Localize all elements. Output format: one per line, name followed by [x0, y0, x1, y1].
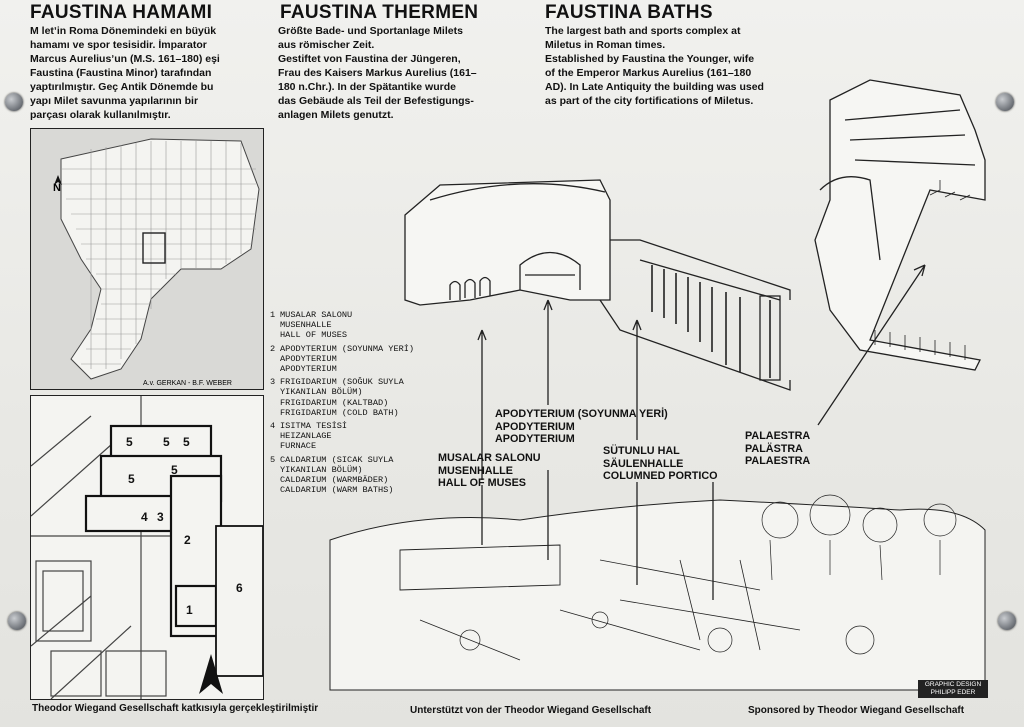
plan-number: 5 [183, 435, 190, 449]
plan-number: 5 [128, 472, 135, 486]
title-turkish: FAUSTINA HAMAMI [30, 2, 213, 23]
text-german: Größte Bade- und Sportanlage Milets aus … [278, 25, 477, 121]
screw-icon [5, 93, 23, 111]
plan-number: 5 [126, 435, 133, 449]
text-english: The largest bath and sports complex at M… [545, 25, 764, 107]
plan-number: 4 [141, 510, 148, 524]
screw-icon [998, 612, 1016, 630]
footer-english: Sponsored by Theodor Wiegand Gesellschaf… [748, 705, 965, 716]
plan-number: 2 [184, 533, 191, 547]
design-credit: GRAPHIC DESIGN PHILIPP EDER [918, 680, 988, 698]
plan-number: 5 [171, 463, 178, 477]
plan-number: 6 [236, 581, 243, 595]
plan-number: 5 [163, 435, 170, 449]
map-credit: A.v. GERKAN - B.F. WEBER [143, 380, 232, 387]
title-english: FAUSTINA BATHS [545, 2, 713, 23]
city-map-drawing: N A.v. GERKAN - B.F. WEBER [31, 129, 263, 389]
floor-plan: 5 5 5 5 5 4 3 2 1 6 [30, 395, 264, 700]
callout-apodyterium: APODYTERIUM (SOYUNMA YERİ) APODYTERIUM A… [495, 408, 668, 445]
title-german: FAUSTINA THERMEN [280, 2, 479, 23]
floor-plan-drawing: 5 5 5 5 5 4 3 2 1 6 [31, 396, 263, 699]
north-arrow-icon [54, 175, 62, 185]
plan-number: 1 [186, 603, 193, 617]
screw-icon [996, 93, 1014, 111]
plan-number: 3 [157, 510, 164, 524]
footer-turkish: Theodor Wiegand Gesellschaft katkısıyla … [32, 703, 319, 714]
callout-columned-portico: SÜTUNLU HAL SÄULENHALLE COLUMNED PORTICO [603, 445, 718, 482]
city-map: N A.v. GERKAN - B.F. WEBER [30, 128, 264, 390]
viewpoint-arrow-icon [199, 654, 223, 694]
callout-palaestra: PALAESTRA PALÄSTRA PALAESTRA [745, 430, 811, 467]
callout-hall-of-muses: MUSALAR SALONU MUSENHALLE HALL OF MUSES [438, 452, 541, 489]
text-turkish: M letʼin Roma Dönemindeki en büyük hamam… [30, 25, 220, 121]
north-label: N [53, 182, 61, 194]
footer-german: Unterstützt von der Theodor Wiegand Gese… [410, 705, 652, 716]
screw-icon [8, 612, 26, 630]
